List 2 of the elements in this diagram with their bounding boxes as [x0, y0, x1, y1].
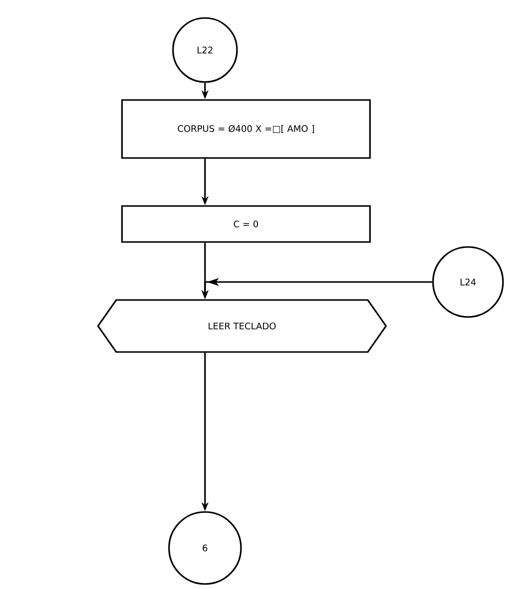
process-box: CORPUS = Ø400 X =□[ AMO ]: [121, 99, 371, 159]
process-box: C = 0: [121, 205, 371, 243]
